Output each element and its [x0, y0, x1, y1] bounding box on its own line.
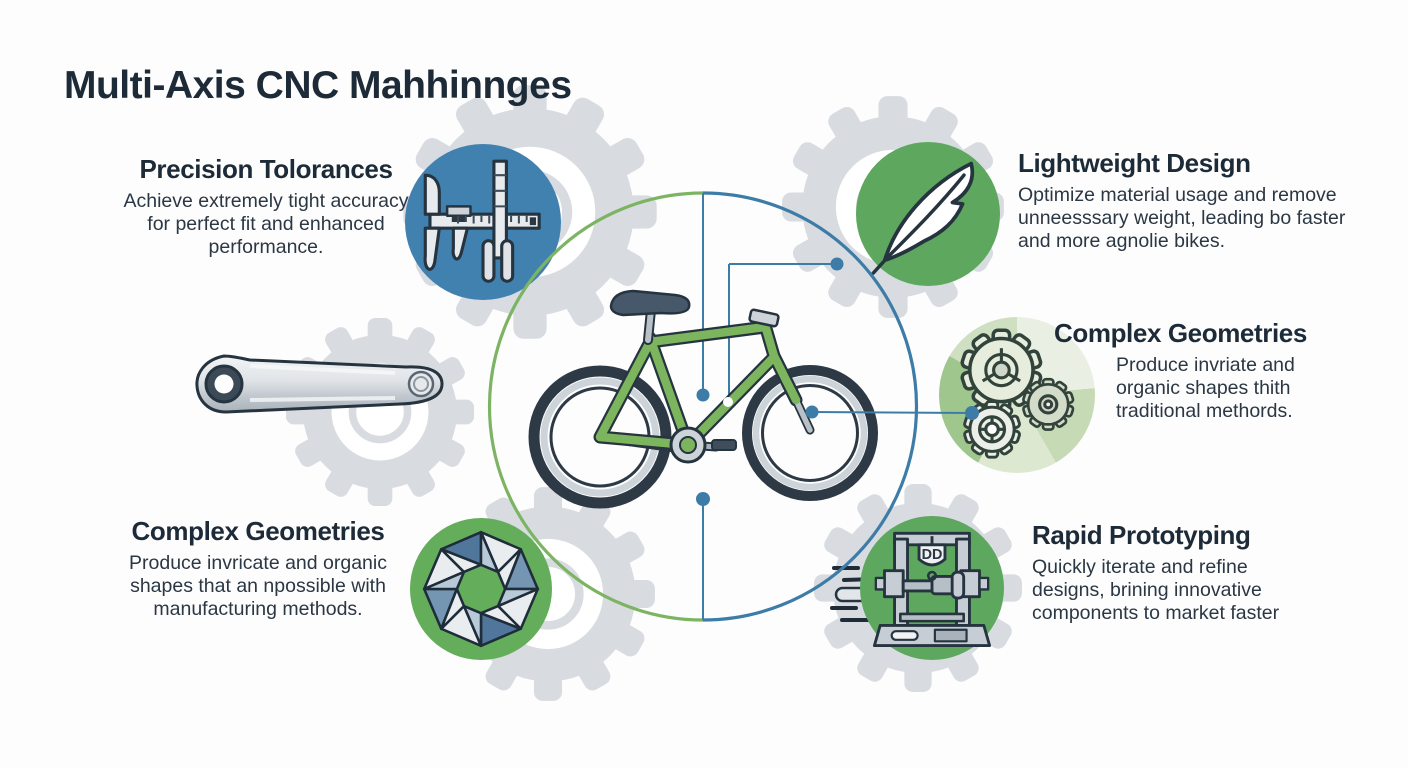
- feature-precision-tolerances: Precision Tolorances Achieve extremely t…: [112, 154, 420, 259]
- feather-icon: [871, 161, 975, 275]
- polyhedron-icon: [422, 530, 540, 648]
- feature-body: Achieve extremely tight accuracy for per…: [123, 190, 409, 258]
- feature-complex-geometries-right: Complex Geometries Produce invriate and …: [1054, 318, 1356, 423]
- bicycle-illustration: [528, 289, 878, 509]
- gears-icon: [959, 328, 1076, 459]
- crank-arm-illustration: [195, 354, 444, 414]
- feature-body: Optimize material usage and remove unnee…: [1018, 184, 1346, 252]
- caliper-icon: [423, 159, 541, 283]
- feature-title: Lightweight Design: [1018, 148, 1251, 178]
- feature-rapid-prototyping: Rapid Prototyping Quickly iterate and re…: [1032, 520, 1312, 625]
- complex-left-circle: [410, 518, 552, 660]
- lightweight-circle: [856, 142, 1000, 286]
- feature-lightweight-design: Lightweight Design Optimize material usa…: [1018, 148, 1366, 253]
- printer-3d-icon: DD: [872, 531, 992, 648]
- feature-body: Quickly iterate and refine designs, brin…: [1032, 556, 1280, 624]
- feature-title: Complex Geometries: [1054, 318, 1307, 348]
- feature-title: Precision Tolorances: [139, 154, 393, 184]
- page-title: Multi-Axis CNC Mahhinnges: [64, 64, 572, 108]
- feature-title: Complex Geometries: [131, 516, 385, 546]
- feature-complex-geometries-left: Complex Geometries Produce invricate and…: [98, 516, 418, 621]
- rapid-circle: DD: [860, 516, 1004, 660]
- frame-marker-dot: [723, 397, 733, 407]
- feature-body: Produce invricate and organic shapes tha…: [129, 552, 387, 620]
- complex-right-circle: [939, 317, 1095, 473]
- feature-body: Produce invriate and organic shapes thit…: [1116, 354, 1295, 422]
- printer-label: DD: [922, 547, 943, 563]
- feature-title: Rapid Prototyping: [1032, 520, 1251, 550]
